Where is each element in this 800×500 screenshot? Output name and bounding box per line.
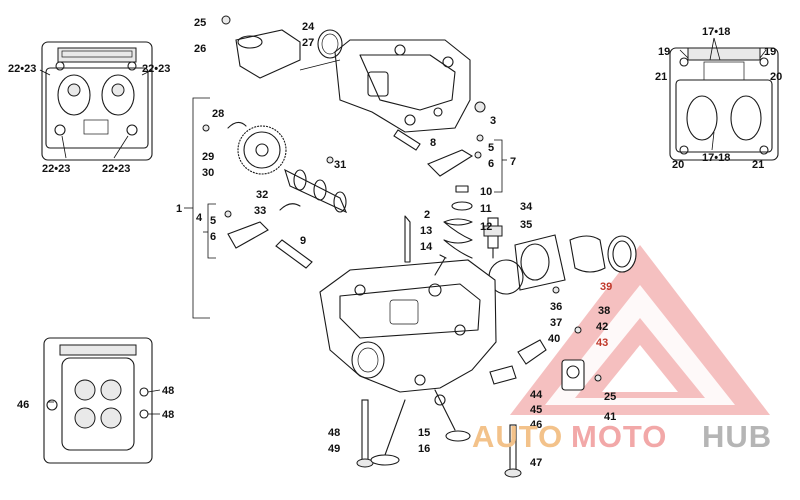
- label-22-23-a: 22•23: [8, 63, 36, 75]
- label-31: 31: [334, 159, 346, 171]
- label-7: 7: [510, 156, 516, 168]
- rocker-arm-left: [224, 210, 313, 269]
- stud-right: [504, 424, 522, 478]
- head-bottom-view: [43, 337, 161, 464]
- label-25-top: 25: [194, 17, 206, 29]
- cam-gear: [202, 121, 287, 175]
- label-43: 43: [596, 337, 608, 349]
- brand-moto: MOTO: [571, 419, 667, 454]
- label-29: 29: [202, 151, 214, 163]
- label-15: 15: [418, 427, 430, 439]
- brand-hub: HUB: [702, 419, 772, 454]
- label-5-right: 5: [488, 142, 494, 154]
- label-27: 27: [302, 37, 314, 49]
- label-12: 12: [480, 221, 492, 233]
- label-19-right: 19: [764, 46, 776, 58]
- label-22-23-d: 22•23: [102, 163, 130, 175]
- label-10: 10: [480, 186, 492, 198]
- breather-cap: [221, 15, 343, 79]
- label-3: 3: [490, 115, 496, 127]
- label-44: 44: [530, 389, 543, 401]
- camshaft: [279, 156, 348, 214]
- label-16: 16: [418, 443, 430, 455]
- label-5-left: 5: [210, 215, 216, 227]
- label-38: 38: [598, 305, 610, 317]
- thermostat-housing: [561, 326, 602, 391]
- label-48-bottom-view-a: 48: [162, 385, 174, 397]
- label-34: 34: [520, 201, 533, 213]
- brand-auto: AUTO: [472, 419, 563, 454]
- label-14: 14: [420, 241, 433, 253]
- label-48-bottom-view-b: 48: [162, 409, 174, 421]
- brand-wordmark: AUTO MOTO HUB: [472, 419, 772, 454]
- label-42: 42: [596, 321, 608, 333]
- label-36: 36: [550, 301, 562, 313]
- group-bracket-1: [184, 97, 507, 319]
- stud-left: [356, 399, 374, 468]
- label-40: 40: [548, 333, 560, 345]
- label-8: 8: [430, 137, 436, 149]
- head-top-view-right: [669, 37, 779, 161]
- label-2: 2: [424, 209, 430, 221]
- intake-boot: [488, 234, 637, 295]
- label-19-left: 19: [658, 46, 670, 58]
- label-49: 49: [328, 443, 340, 455]
- label-35: 35: [520, 219, 532, 231]
- intake-valve: [370, 399, 406, 466]
- temp-sensor: [489, 339, 547, 385]
- valve-cover: [334, 39, 486, 133]
- spark-plug: [483, 217, 503, 259]
- label-37: 37: [550, 317, 562, 329]
- label-47: 47: [530, 457, 542, 469]
- label-13: 13: [420, 225, 432, 237]
- label-4: 4: [196, 212, 203, 224]
- label-21-bottom: 21: [752, 159, 764, 171]
- label-48: 48: [328, 427, 340, 439]
- label-9: 9: [300, 235, 306, 247]
- label-46-bottom-view: 46: [17, 399, 29, 411]
- cylinder-head: [319, 254, 497, 406]
- label-17-18-top: 17•18: [702, 26, 730, 38]
- label-11: 11: [480, 203, 492, 215]
- label-26: 26: [194, 43, 206, 55]
- label-24: 24: [302, 21, 315, 33]
- label-25-bottom: 25: [604, 391, 616, 403]
- label-21-top: 21: [655, 71, 667, 83]
- label-22-23-b: 22•23: [142, 63, 170, 75]
- label-39: 39: [600, 281, 612, 293]
- rocker-arm-right: [393, 129, 484, 211]
- label-17-18-bottom: 17•18: [702, 152, 730, 164]
- label-41: 41: [604, 411, 616, 423]
- label-28: 28: [212, 108, 224, 120]
- label-6-right: 6: [488, 158, 494, 170]
- label-46: 46: [530, 419, 542, 431]
- label-33: 33: [254, 205, 266, 217]
- exhaust-valve: [434, 389, 471, 442]
- head-top-view-left: [39, 41, 153, 161]
- label-20-top: 20: [770, 71, 782, 83]
- label-20-bottom: 20: [672, 159, 684, 171]
- label-30: 30: [202, 167, 214, 179]
- label-6-left: 6: [210, 231, 216, 243]
- label-32: 32: [256, 189, 268, 201]
- label-45: 45: [530, 404, 542, 416]
- label-22-23-c: 22•23: [42, 163, 70, 175]
- label-1: 1: [176, 203, 182, 215]
